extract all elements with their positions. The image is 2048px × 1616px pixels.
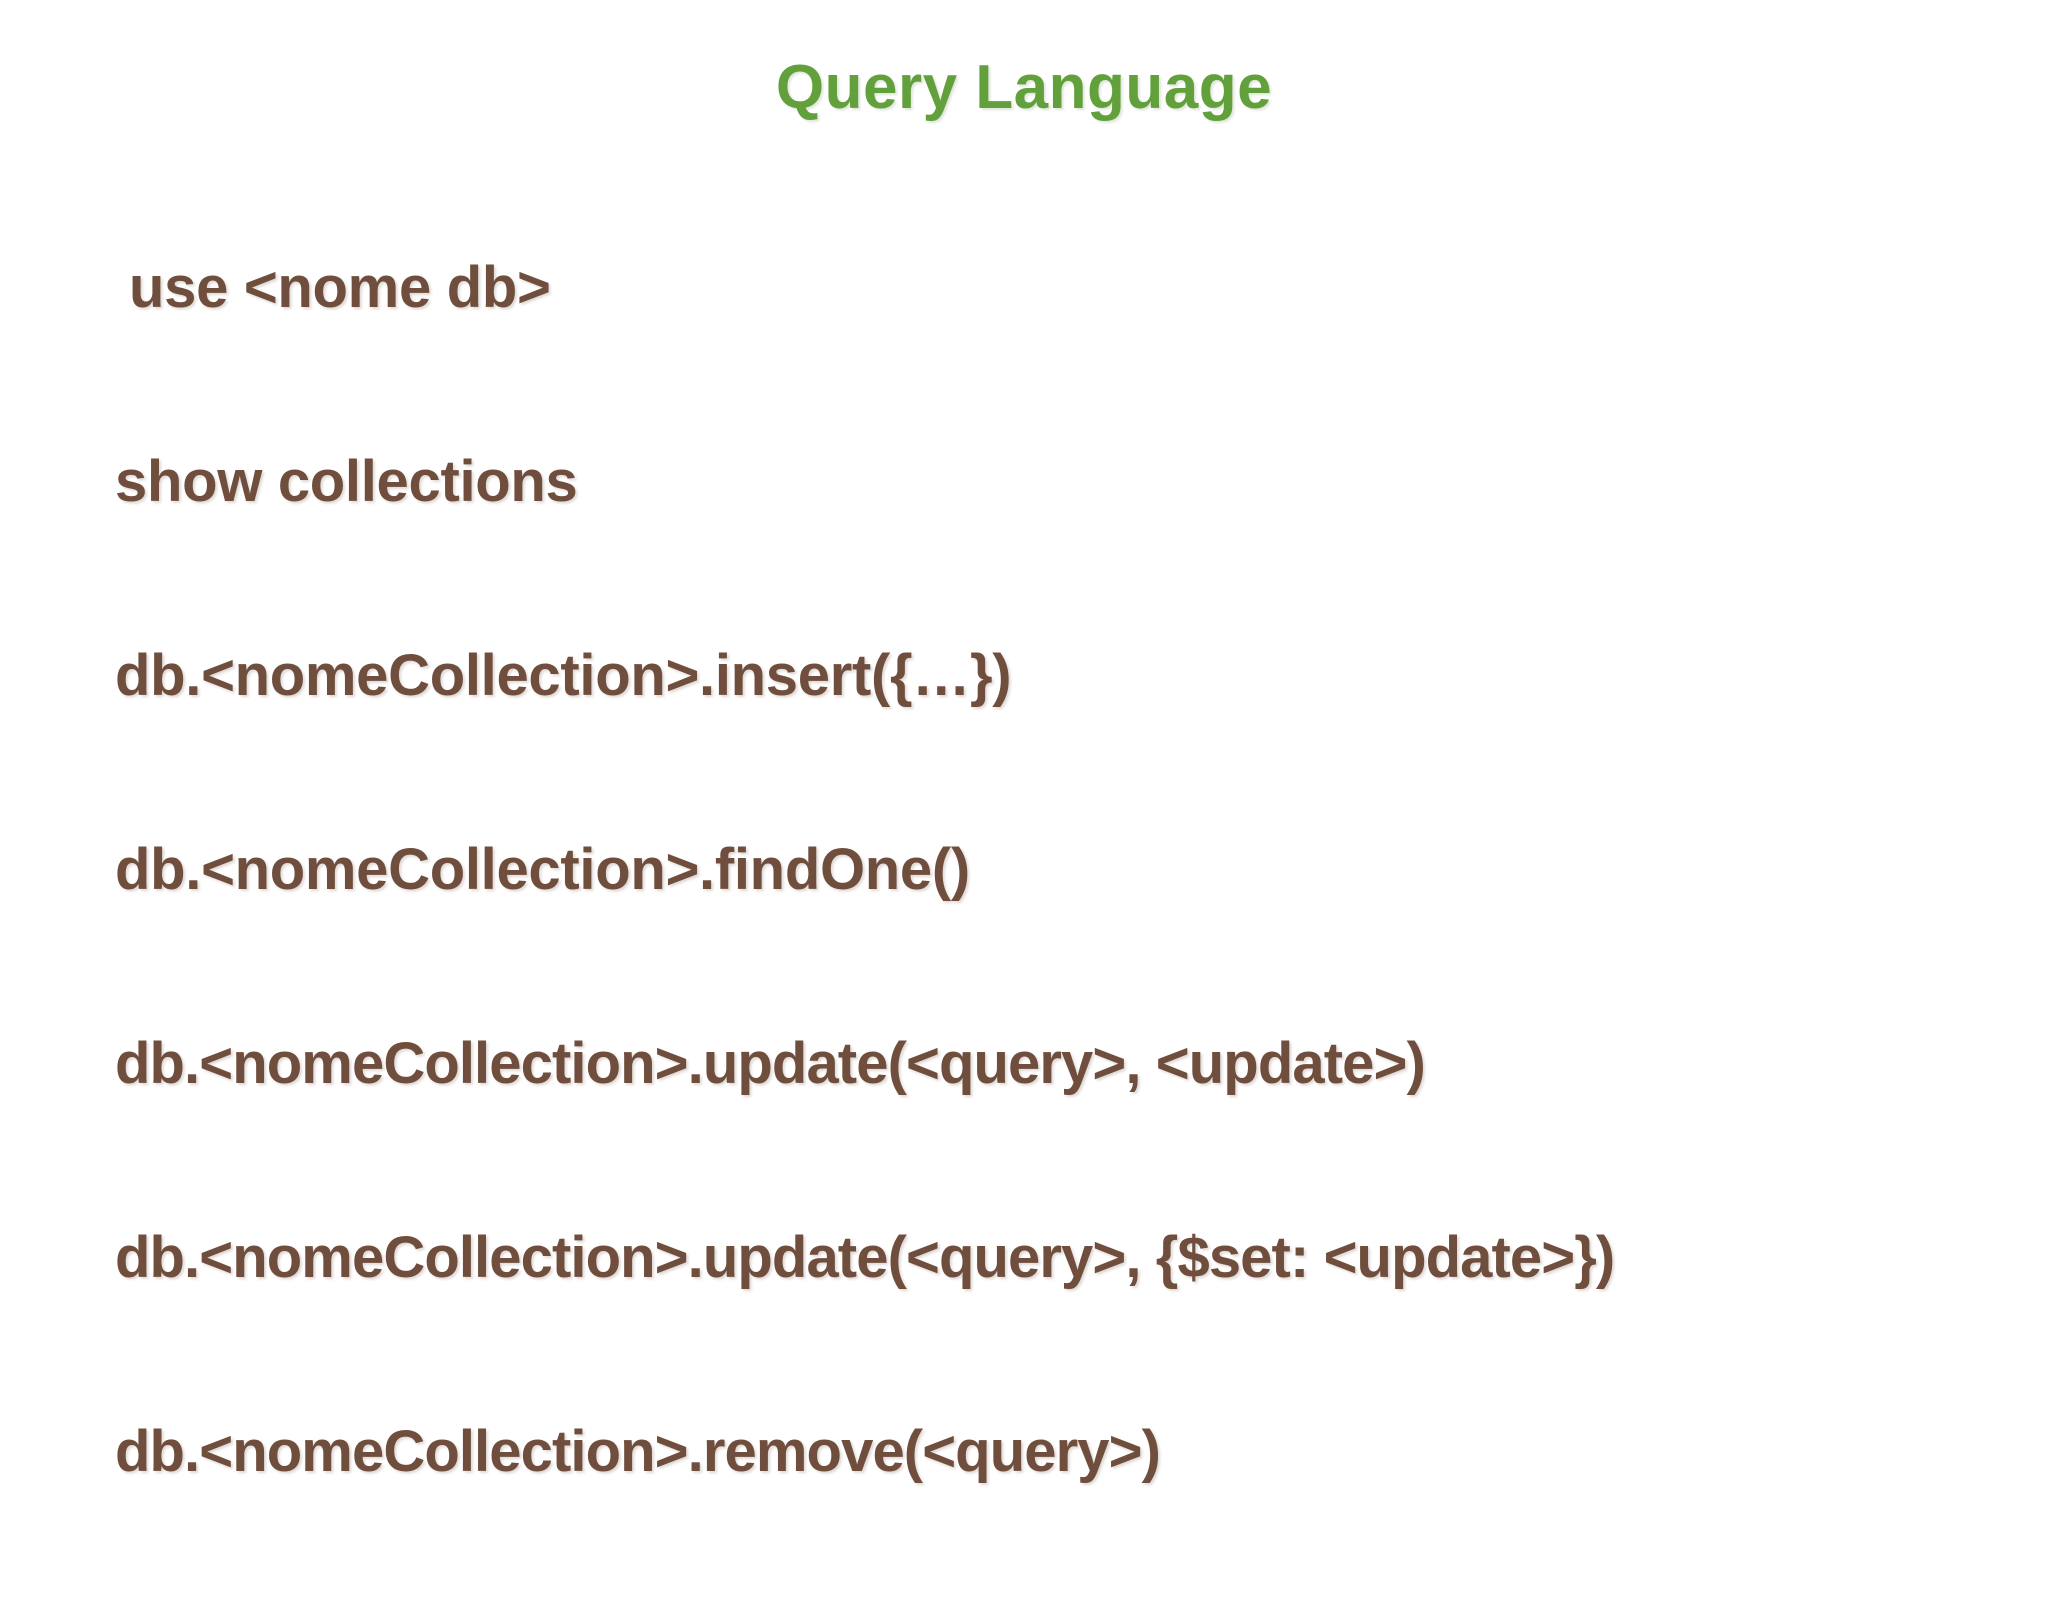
command-line-insert: db.<nomeCollection>.insert({…}) (115, 643, 1012, 708)
command-line-show-collections: show collections (115, 449, 578, 514)
command-line-update-set: db.<nomeCollection>.update(<query>, {$se… (115, 1225, 1615, 1290)
command-list: use <nome db> show collections db.<nomeC… (115, 255, 2025, 1616)
slide-canvas: Query Language use <nome db> show collec… (115, 53, 1616, 1482)
page-title: Query Language (775, 53, 1273, 122)
command-line-remove: db.<nomeCollection>.remove(<query>) (115, 1419, 1161, 1484)
command-line-use-db: use <nome db> (129, 255, 551, 320)
command-line-update: db.<nomeCollection>.update(<query>, <upd… (115, 1031, 1426, 1096)
command-line-find-one: db.<nomeCollection>.findOne() (115, 837, 970, 902)
